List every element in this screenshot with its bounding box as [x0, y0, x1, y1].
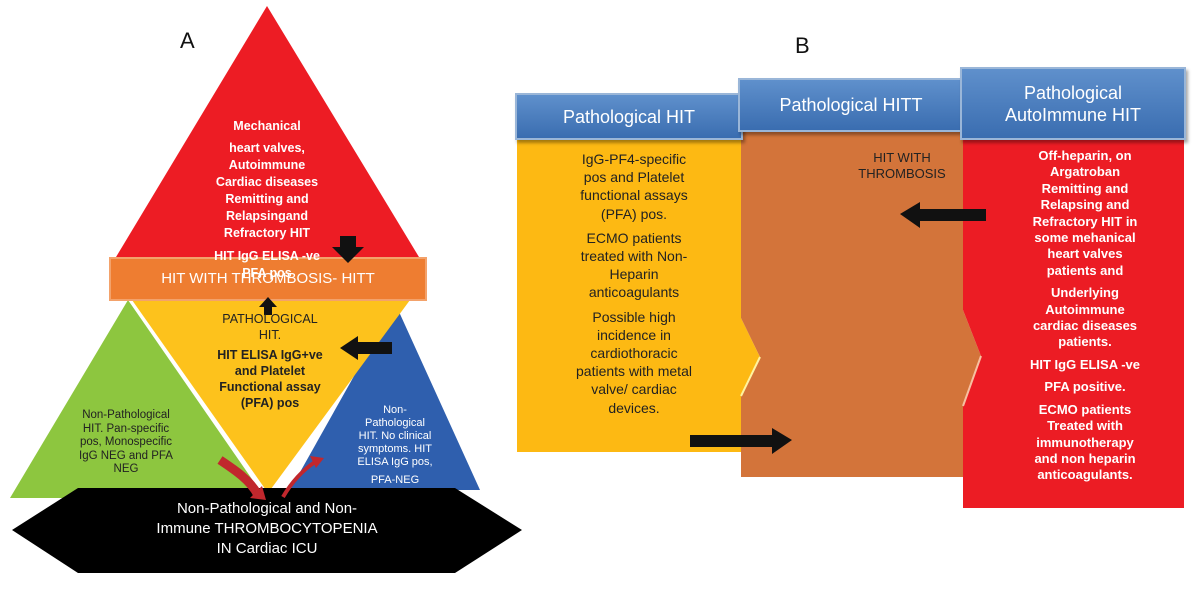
- hit-column-text: IgG-PF4-specific pos and Platelet functi…: [530, 150, 738, 423]
- panel-a-label: A: [180, 28, 195, 53]
- left-arrow-icon: [340, 336, 392, 360]
- header-autoimmune-hit: Pathological AutoImmune HIT: [960, 67, 1186, 140]
- auto-para-4: PFA positive.: [1044, 379, 1126, 395]
- down-arrow-icon: [332, 236, 364, 263]
- base-hexagon: [12, 488, 522, 573]
- left-arrow-b-icon: [900, 202, 986, 228]
- column-hit: [517, 140, 760, 452]
- hit-para-2: ECMO patients treated with Non- Heparin …: [580, 229, 688, 301]
- up-arrow-icon: [259, 297, 277, 315]
- hitt-column-text: HIT WITH THROMBOSIS: [858, 150, 946, 181]
- auto-para-1: Off-heparin, on Argatroban Remitting and…: [1032, 148, 1138, 278]
- base-text: Non-Pathological and Non- Immune THROMBO…: [156, 500, 378, 557]
- hit-edge-highlight: [740, 356, 761, 397]
- curved-arrow-right-icon: [281, 460, 317, 499]
- red-triangle-text: Mechanical heart valves, Autoimmune Card…: [214, 119, 320, 280]
- auto-para-5: ECMO patients Treated with immunotherapy…: [1034, 401, 1136, 483]
- curved-arrow-left-head: [250, 486, 266, 500]
- auto-edge-highlight: [962, 355, 982, 407]
- auto-column-text: Off-heparin, on Argatroban Remitting and…: [990, 148, 1180, 490]
- hit-para-3: Possible high incidence in cardiothoraci…: [576, 308, 692, 416]
- auto-para-3: HIT IgG ELISA -ve: [1029, 356, 1141, 372]
- panel-b-label: B: [795, 33, 810, 58]
- curved-arrow-left-icon: [217, 456, 262, 498]
- curved-arrow-right-head: [310, 456, 324, 468]
- hitt-bar-label: HIT WITH THROMBOSIS- HITT: [161, 270, 375, 287]
- blue-triangle: [290, 303, 480, 490]
- green-triangle: [10, 300, 265, 498]
- header-pathological-hit: Pathological HIT: [515, 93, 743, 140]
- header-pathological-hitt: Pathological HITT: [738, 78, 964, 132]
- right-arrow-b-icon: [690, 428, 792, 454]
- red-triangle: [113, 6, 422, 262]
- yellow-triangle-text: PATHOLOGICAL HIT. HIT ELISA IgG+ve and P…: [217, 312, 323, 410]
- blue-triangle-text: Non- Pathological HIT. No clinical sympt…: [357, 404, 433, 486]
- column-auto: [963, 140, 1184, 508]
- hit-para-1: IgG-PF4-specific pos and Platelet functi…: [580, 151, 688, 222]
- green-triangle-text: Non-Pathological HIT. Pan-specific pos, …: [79, 409, 173, 475]
- auto-para-2: Underlying Autoimmune cardiac diseases p…: [1032, 285, 1138, 350]
